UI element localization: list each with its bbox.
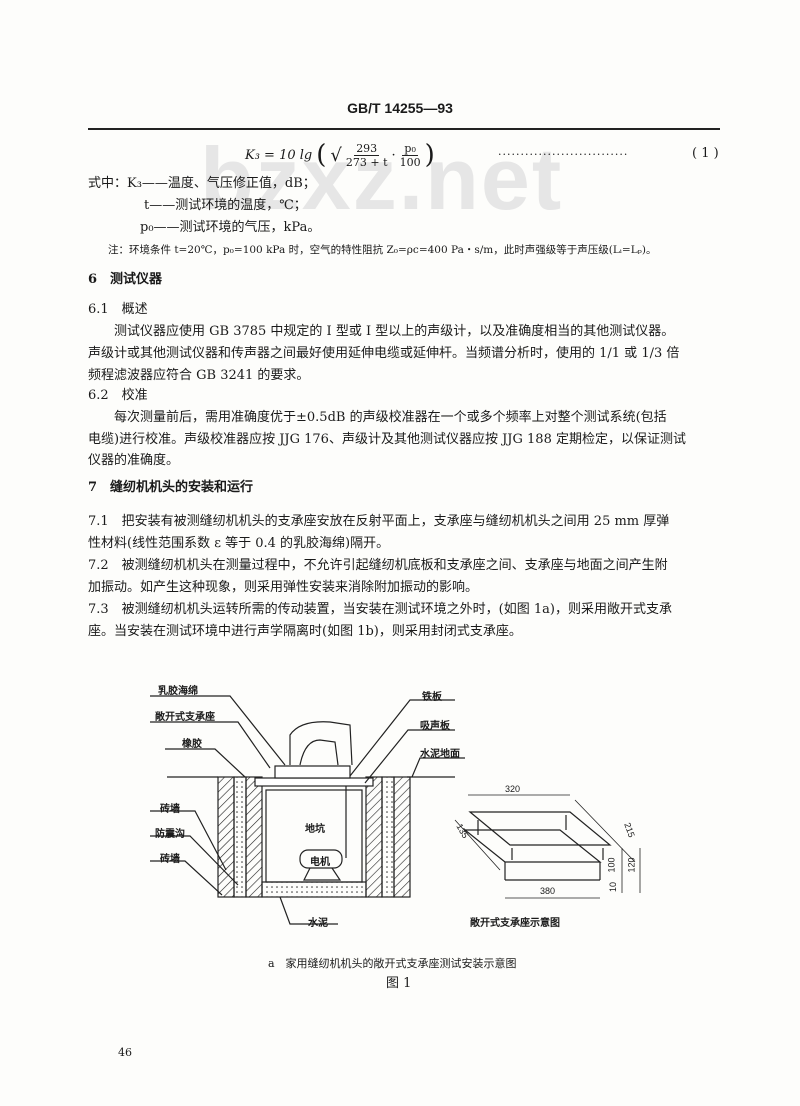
paragraph-line: 每次测量前后，需用准确度优于±0.5dB 的声级校准器在一个或多个频率上对整个测… (88, 410, 667, 425)
label-iron-plate: 铁板 (422, 692, 442, 703)
figure-number: 图 1 (386, 976, 412, 991)
paragraph-line: 座。当安装在测试环境中进行声学隔离时(如图 1b)，则采用封闭式支承座。 (88, 624, 522, 639)
paragraph-line: 测试仪器应使用 GB 3785 中规定的 I 型或 I 型以上的声级计，以及准确… (88, 324, 675, 339)
where-line: t——测试环境的温度，℃； (144, 198, 307, 213)
paragraph-line: 仪器的准确度。 (88, 453, 180, 468)
section-6-2-heading: 6.2 校准 (88, 388, 148, 403)
sub-caption: 敞开式支承座示意图 (470, 918, 560, 929)
denominator: 273 + t (345, 155, 388, 169)
denominator: 100 (399, 155, 421, 169)
page-number: 46 (118, 1046, 132, 1059)
paragraph-line: 性材料(线性范围系数 ε 等于 0.4 的乳胶海绵)隔开。 (88, 536, 390, 551)
label-cement-floor: 水泥地面 (420, 749, 460, 760)
formula-lhs: K₃ = 10 lg (245, 147, 313, 163)
where-line: 式中：K₃——温度、气压修正值，dB； (88, 176, 316, 191)
label-absorber: 吸声板 (420, 721, 450, 732)
note: 注：环境条件 t=20℃，p₀=100 kPa 时，空气的特性阻抗 Z₀=ρc=… (108, 244, 657, 256)
header-rule (88, 128, 720, 130)
dim-height-10: 10 (608, 881, 619, 893)
paragraph-line: 7.3 被测缝纫机机头运转所需的传动装置，当安装在测试环境之外时，(如图 1a)… (88, 602, 672, 617)
where-line: p₀——测试环境的气压，kPa。 (140, 220, 321, 235)
dim-height-100: 100 (606, 857, 617, 873)
paragraph-line: 7.1 把安装有被测缝纫机机头的支承座安放在反射平面上，支承座与缝纫机机头之间用… (88, 514, 670, 529)
label-brick-wall: 砖墙 (160, 854, 180, 865)
equation-number: ( 1 ) (692, 146, 719, 161)
leader-dots: ····························· (498, 148, 629, 161)
label-anti-vibration-trench: 防震沟 (155, 829, 185, 840)
label-cement: 水泥 (308, 918, 328, 929)
standard-header: GB/T 14255—93 (347, 100, 453, 116)
dim-bottom: 380 (540, 886, 556, 896)
section-6-1-heading: 6.1 概述 (88, 302, 148, 317)
numerator: 293 (354, 141, 380, 156)
figure-caption: a 家用缝纫机机头的敞开式支承座测试安装示意图 (268, 957, 517, 970)
section-7-heading: 7 缝纫机机头的安装和运行 (88, 480, 254, 495)
label-brick-wall: 砖墙 (160, 804, 180, 815)
dim-height-120: 120 (626, 857, 637, 873)
label-latex-sponge: 乳胶海绵 (158, 686, 198, 697)
paragraph-line: 电缆)进行校准。声级校准器应按 JJG 176、声级计及其他测试仪器应按 JJG… (88, 432, 686, 447)
paragraph-line: 加振动。如产生这种现象，则采用弹性安装来消除附加振动的影响。 (88, 580, 479, 595)
paragraph-line: 声级计或其他测试仪器和传声器之间最好使用延伸电缆或延伸杆。当频谱分析时，使用的 … (88, 346, 680, 361)
section-6-heading: 6 测试仪器 (88, 272, 163, 287)
label-rubber: 橡胶 (182, 739, 202, 750)
label-pit: 地坑 (305, 824, 325, 835)
paragraph-line: 7.2 被测缝纫机机头在测量过程中，不允许引起缝纫机底板和支承座之间、支承座与地… (88, 558, 668, 573)
numerator: p₀ (402, 141, 418, 156)
label-motor: 电机 (310, 857, 330, 868)
label-open-support: 敞开式支承座 (155, 712, 215, 723)
paragraph-line: 频程滤波器应符合 GB 3241 的要求。 (88, 368, 310, 383)
watermark: bzxz.net (200, 129, 564, 228)
dim-top: 320 (505, 784, 521, 794)
